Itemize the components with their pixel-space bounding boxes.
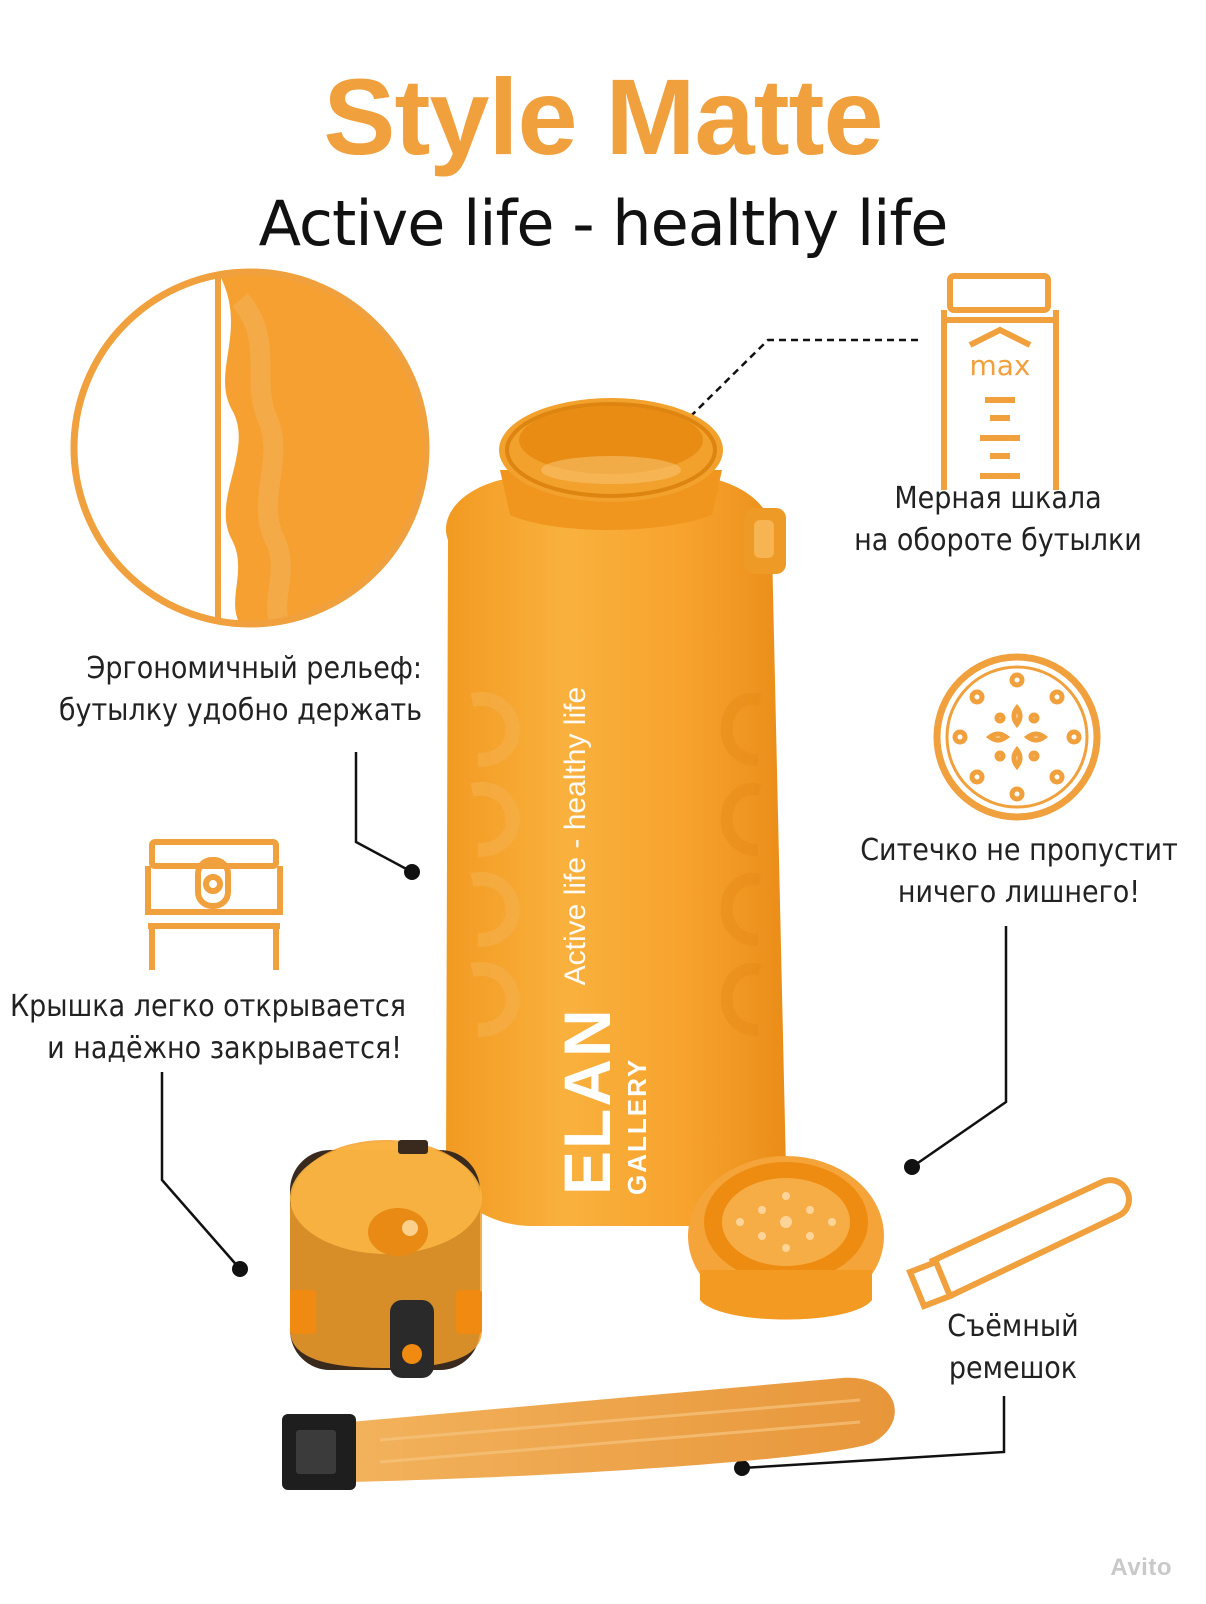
relief-zoom-icon <box>70 268 430 628</box>
bottle <box>445 398 786 1226</box>
strainer-icon <box>933 653 1101 821</box>
lid-icon <box>145 839 283 970</box>
strap-icon <box>906 1177 1132 1310</box>
bottle-brand-sub: GALLERY <box>622 1057 652 1195</box>
bottle-label: ELAN Active life - healthy life GALLERY <box>550 687 652 1195</box>
page-title: Style Matte <box>323 56 883 177</box>
bottle-brand: ELAN <box>550 1007 624 1195</box>
lid <box>290 1140 482 1378</box>
page-subtitle: Active life - healthy life <box>258 187 949 260</box>
caption-measuring-scale: Мерная шкала на обороте бутылки <box>854 481 1142 558</box>
scale-icon-label: max <box>969 349 1030 382</box>
caption-strainer: Ситечко не пропустит ничего лишнего! <box>860 833 1178 910</box>
caption-ergonomic-relief: Эргономичный рельеф: бутылку удобно держ… <box>58 651 422 728</box>
avito-watermark: Avito <box>1110 1554 1172 1581</box>
caption-strap: Съёмный ремешок <box>947 1309 1079 1386</box>
caption-lid: Крышка легко открывается и надёжно закры… <box>10 989 406 1066</box>
strainer <box>688 1156 884 1320</box>
bottle-slogan: Active life - healthy life <box>559 686 592 986</box>
woven-strap <box>282 1377 895 1490</box>
measuring-scale-icon <box>941 273 1059 490</box>
